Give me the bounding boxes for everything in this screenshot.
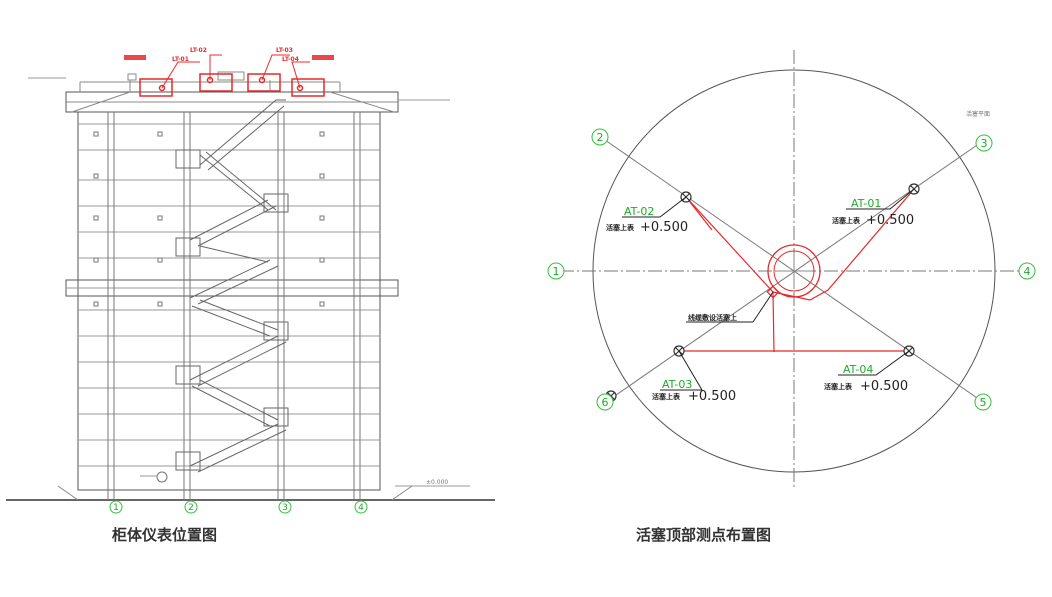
tank-elevation-caption: 柜体仪表位置图 <box>112 526 218 544</box>
plan-axis-bubble-1: 1 <box>547 262 565 280</box>
roof-instrument-markers <box>124 54 334 97</box>
value-at-03: +0.500 <box>688 389 736 404</box>
cable-note: 线缆敷设活塞上 <box>688 313 737 322</box>
staircase <box>175 99 289 473</box>
tag-at-04: AT-04 <box>843 363 873 376</box>
bottom-elevation-label: ±0.000 <box>426 479 448 486</box>
plan-axis-bubble-2: 2 <box>591 128 609 146</box>
tag-lt-01: LT-01 <box>172 56 189 63</box>
tag-lt-02: LT-02 <box>190 47 207 54</box>
prefix-at-04: 活塞上表 <box>824 382 853 391</box>
svg-text:2: 2 <box>597 131 604 144</box>
plan-axis-markers: 1 2 3 4 5 6 <box>547 128 1036 411</box>
plan-axis-bubble-3: 3 <box>975 134 993 152</box>
prefix-at-01: 活塞上表 <box>832 216 861 225</box>
tag-at-01: AT-01 <box>851 197 881 210</box>
plan-axis-bubble-4: 4 <box>1018 262 1036 280</box>
instrument-box-4 <box>291 78 325 97</box>
axis-bubble-2: 2 <box>184 500 198 514</box>
plan-axis-bubble-6: 6 <box>596 393 614 411</box>
instrument-box-1 <box>139 78 173 97</box>
prefix-at-02: 活塞上表 <box>606 223 635 232</box>
plan-axis-bubble-5: 5 <box>974 393 992 411</box>
instrument-tag-labels: LT-01 LT-02 LT-03 LT-04 <box>172 47 299 63</box>
elevation-axis-markers: 1 2 3 4 <box>109 500 368 514</box>
axis-bubble-4: 4 <box>354 500 368 514</box>
svg-text:4: 4 <box>1024 265 1031 278</box>
svg-text:3: 3 <box>981 137 988 150</box>
tag-lt-03: LT-03 <box>276 47 293 54</box>
tag-at-02: AT-02 <box>624 205 654 218</box>
prefix-at-03: 活塞上表 <box>652 392 681 401</box>
point-elevations: 活塞上表 +0.500 活塞上表 +0.500 活塞上表 +0.500 活塞上表… <box>606 213 914 404</box>
tank-elevation-drawing: ±0.000 <box>6 71 495 501</box>
tag-at-03: AT-03 <box>662 378 692 391</box>
value-at-04: +0.500 <box>860 379 908 394</box>
svg-text:3: 3 <box>282 503 288 513</box>
tag-lt-04: LT-04 <box>282 56 299 63</box>
value-at-01: +0.500 <box>866 213 914 228</box>
plan-corner-note: 活塞平面 <box>966 110 990 118</box>
point-tags: AT-02 AT-01 AT-03 AT-04 <box>624 197 881 391</box>
axis-bubble-3: 3 <box>278 500 292 514</box>
svg-text:5: 5 <box>980 396 987 409</box>
svg-text:4: 4 <box>358 503 364 513</box>
piston-plan-caption: 活塞顶部测点布置图 <box>636 526 772 544</box>
axis-bubble-1: 1 <box>109 500 123 514</box>
svg-text:2: 2 <box>188 503 194 513</box>
piston-plan-drawing <box>560 50 1020 490</box>
svg-text:1: 1 <box>553 265 560 278</box>
svg-text:6: 6 <box>602 396 609 409</box>
tank-shell <box>77 111 381 491</box>
value-at-02: +0.500 <box>640 220 688 235</box>
svg-text:1: 1 <box>113 503 119 513</box>
instrument-box-2 <box>199 73 233 92</box>
center-hub-inner <box>773 250 815 292</box>
